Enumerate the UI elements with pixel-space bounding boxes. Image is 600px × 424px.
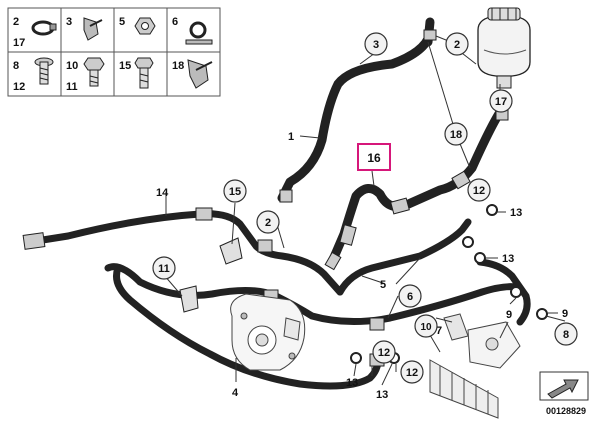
legend-cell-nut[interactable]: 5 [119,16,156,35]
hose-lines [26,17,531,390]
holder-clip-icon [187,59,213,89]
callout-2-lower[interactable]: 2 [265,217,271,229]
legend-cell-hex-bolt[interactable]: 8 12 [13,57,54,93]
callout-4[interactable]: 4 [232,387,239,399]
legend-cell-hose-clamp[interactable]: 2 17 [13,16,57,49]
legend-number-bottom: 17 [13,37,25,49]
reference-number: 00128829 [546,406,586,416]
callout-8[interactable]: 8 [563,329,569,341]
leader-lines [163,35,566,386]
orientation-arrow-icon [539,371,589,401]
callout-6[interactable]: 6 [407,291,413,303]
callout-12-right[interactable]: 12 [473,185,485,197]
legend-number-top: 6 [172,16,178,28]
parts-legend: 2 17 3 5 6 [7,7,221,97]
fluid-reservoir [477,7,531,89]
callout-5[interactable]: 5 [380,279,386,291]
callout-16[interactable]: 16 [367,151,381,165]
callout-9-right[interactable]: 9 [562,308,568,320]
callout-18[interactable]: 18 [450,129,462,141]
legend-number-bottom: 12 [13,81,25,93]
callout-12-bottom-right[interactable]: 12 [406,367,418,379]
callout-13-bottom[interactable]: 13 [376,389,388,401]
power-steering-pump [230,293,306,371]
legend-number-top: 3 [66,16,72,28]
legend-cell-flange-bolt[interactable]: 10 11 [66,57,105,93]
callout-9-left[interactable]: 9 [506,309,512,321]
hose-clamp-icon [31,20,57,36]
callout-11[interactable]: 11 [158,263,170,275]
legend-cell-stud-bolt[interactable]: 15 [119,57,154,89]
hex-bolt-icon [34,57,54,85]
callout-17[interactable]: 17 [495,96,507,108]
callout-14[interactable]: 14 [156,187,169,199]
callout-15[interactable]: 15 [229,186,241,198]
legend-number-top: 2 [13,16,19,28]
callout-13-right-lower[interactable]: 13 [502,253,514,265]
nut-icon [134,17,156,35]
steering-gear [429,313,521,419]
legend-number-top: 5 [119,16,125,28]
clip-icon [83,17,103,41]
legend-number-bottom: 11 [66,81,78,93]
callout-7[interactable]: 7 [436,325,442,337]
bracket-clamp-icon [185,21,213,45]
callout-13-right-upper[interactable]: 13 [510,207,522,219]
legend-number-top: 15 [119,60,131,72]
callout-12-bottom[interactable]: 12 [378,347,390,359]
legend-number-top: 10 [66,60,78,72]
callout-3[interactable]: 3 [373,39,379,51]
callout-13-bottom-left[interactable]: 13 [346,377,358,389]
legend-cell-clip[interactable]: 3 [66,16,103,41]
callout-2-reservoir[interactable]: 2 [454,39,460,51]
flange-bolt-icon [83,57,105,87]
callouts: 1 14 5 7 4 13 13 13 13 9 9 3 2 17 18 15 … [152,32,578,401]
legend-number-top: 18 [172,60,184,72]
legend-number-top: 8 [13,60,19,72]
callout-1[interactable]: 1 [288,131,294,143]
callout-10[interactable]: 10 [420,322,432,333]
stud-bolt-icon [134,57,154,89]
legend-cell-bracket-clamp[interactable]: 6 [172,16,213,45]
highlight-box [357,143,391,171]
legend-cell-holder-clip[interactable]: 18 [172,59,213,89]
